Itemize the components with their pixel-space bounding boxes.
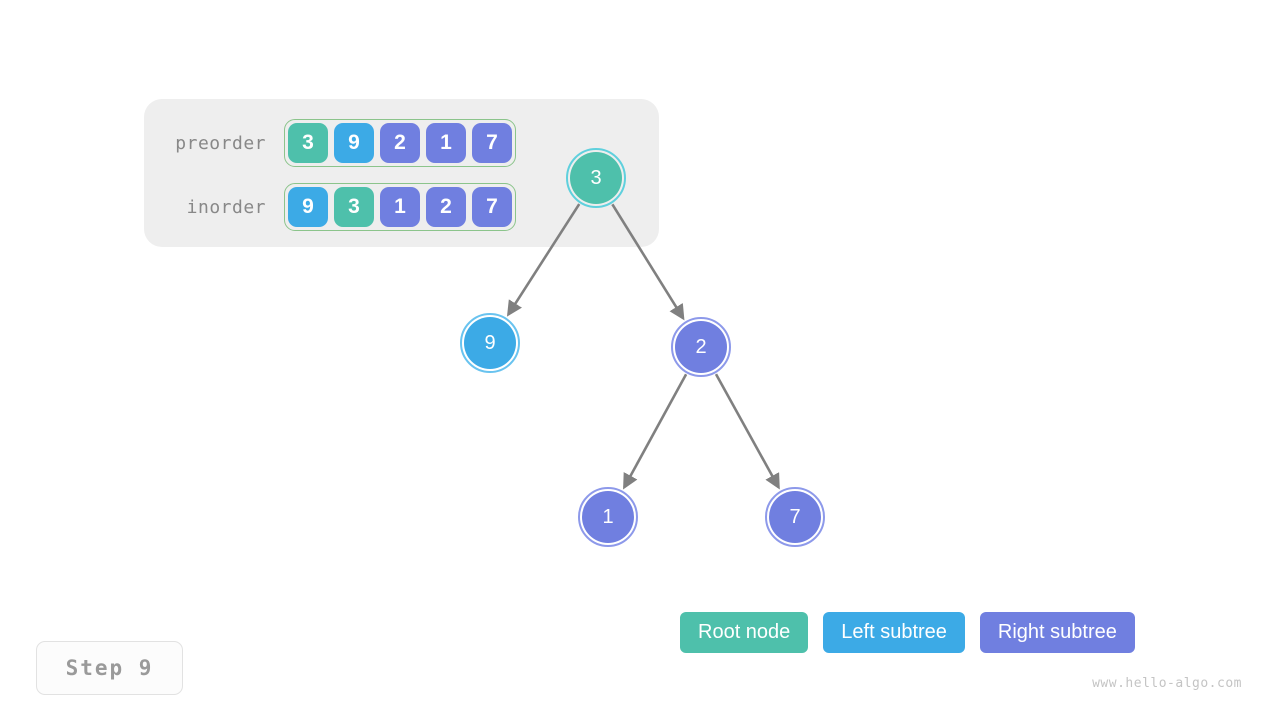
legend-item-root[interactable]: Root node [680,612,809,653]
legend-item-left[interactable]: Left subtree [823,612,965,653]
tree-node-2[interactable]: 2 [675,321,727,373]
array-cell-preorder-1: 9 [334,123,374,163]
step-label: Step 9 [65,656,154,680]
tree-edge-2-to-1 [623,373,688,490]
watermark-text: www.hello-algo.com [1092,676,1242,691]
tree-node-7[interactable]: 7 [769,491,821,543]
array-cell-inorder-0: 9 [288,187,328,227]
array-cell-preorder-3: 1 [426,123,466,163]
array-cell-inorder-1: 3 [334,187,374,227]
array-cell-inorder-3: 2 [426,187,466,227]
legend-item-right[interactable]: Right subtree [979,612,1135,653]
tree-node-3[interactable]: 3 [570,152,622,204]
tree-node-1[interactable]: 1 [582,491,634,543]
array-cell-inorder-4: 7 [472,187,512,227]
legend: Root node Left subtree Right subtree [680,612,1135,653]
array-cell-preorder-0: 3 [288,123,328,163]
watermark: www.hello-algo.com [1092,676,1242,691]
array-label-preorder: preorder [175,132,266,154]
array-cell-preorder-4: 7 [472,123,512,163]
tree-edge-2-to-7 [714,373,780,490]
tree-node-9[interactable]: 9 [464,317,516,369]
array-cell-inorder-2: 1 [380,187,420,227]
array-cell-preorder-2: 2 [380,123,420,163]
array-label-inorder: inorder [186,196,266,218]
step-indicator: Step 9 [36,641,183,695]
